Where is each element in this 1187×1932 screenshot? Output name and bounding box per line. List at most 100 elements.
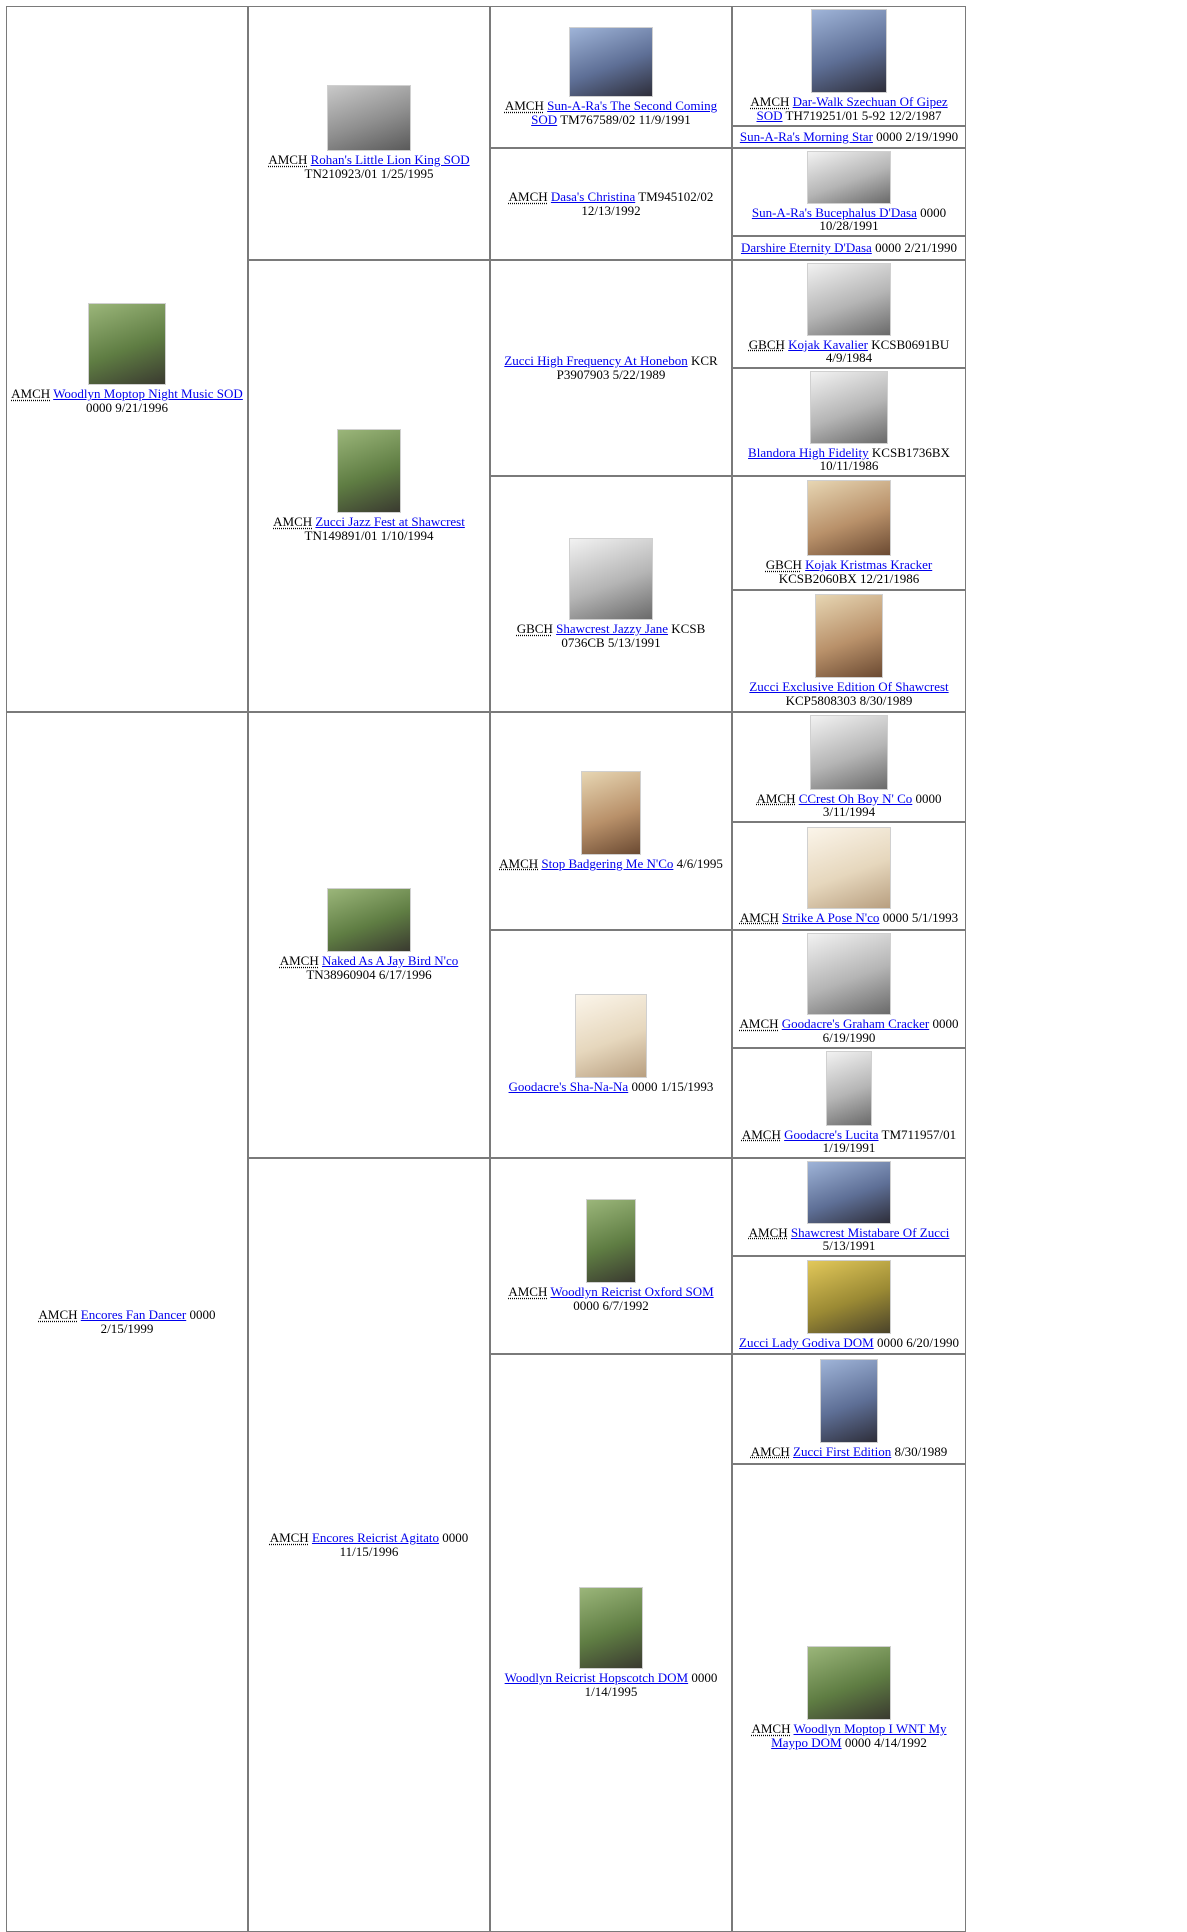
dog-photo[interactable] <box>327 85 411 152</box>
dog-info: 0000 11/15/1996 <box>339 1530 469 1559</box>
dog-link[interactable]: Woodlyn Moptop I WNT My Maypo DOM <box>771 1721 947 1750</box>
dog-info: 0000 10/28/1991 <box>819 204 947 234</box>
dog-photo[interactable] <box>807 263 891 336</box>
dog-info: TN38960904 6/17/1996 <box>306 967 432 982</box>
title-abbr: AMCH <box>268 152 308 168</box>
dog-photo[interactable] <box>810 371 888 444</box>
dog-info: 0000 6/7/1992 <box>573 1298 649 1313</box>
dog-photo[interactable] <box>826 1051 872 1126</box>
dog-photo[interactable] <box>807 1260 891 1335</box>
dog-info: KCSB 0736CB 5/13/1991 <box>561 621 706 650</box>
dog-photo[interactable] <box>579 1587 643 1670</box>
dog-info: KCP5808303 8/30/1989 <box>785 693 913 708</box>
dog-link[interactable]: Zucci Jazz Fest at Shawcrest <box>315 514 465 530</box>
dog-info: 0000 1/15/1993 <box>631 1079 714 1095</box>
dog-link[interactable]: Sun-A-Ra's Morning Star <box>739 129 873 145</box>
dog-photo[interactable] <box>337 429 401 514</box>
dog-link[interactable]: Kojak Kristmas Kracker <box>805 557 933 573</box>
title-abbr: GBCH <box>765 557 802 573</box>
dog-link[interactable]: Shawcrest Mistabare Of Zucci <box>790 1224 950 1240</box>
title-abbr: AMCH <box>750 94 790 110</box>
dog-photo[interactable] <box>575 994 647 1079</box>
dog-link[interactable]: Sun-A-Ra's The Second Coming SOD <box>531 98 718 127</box>
dog-photo[interactable] <box>586 1199 636 1284</box>
dog-link[interactable]: Stop Badgering Me N'Co <box>541 856 674 872</box>
dog-photo[interactable] <box>807 933 891 1016</box>
pedigree-cell-gen2: AMCH Zucci Jazz Fest at Shawcrest TN1498… <box>248 260 490 712</box>
pedigree-cell-gen4: Zucci Exclusive Edition Of Shawcrest KCP… <box>732 590 966 712</box>
dog-photo[interactable] <box>807 827 891 910</box>
dog-info: KCSB1736BX 10/11/1986 <box>819 444 950 474</box>
dog-info: TM711957/01 1/19/1991 <box>822 1126 957 1156</box>
dog-link[interactable]: Zucci Exclusive Edition Of Shawcrest <box>749 679 949 695</box>
dog-link[interactable]: Blandora High Fidelity <box>748 444 869 460</box>
pedigree-cell-gen2: AMCH Rohan's Little Lion King SOD TN2109… <box>248 6 490 260</box>
title-abbr: AMCH <box>504 98 544 114</box>
dog-link[interactable]: Woodlyn Moptop Night Music SOD <box>53 386 243 402</box>
title-abbr: GBCH <box>748 336 785 352</box>
dog-link[interactable]: Naked As A Jay Bird N'co <box>321 953 459 969</box>
pedigree-cell-gen3: Zucci High Frequency At Honebon KCR P390… <box>490 260 732 476</box>
dog-photo[interactable] <box>327 888 411 953</box>
dog-link[interactable]: Encores Reicrist Agitato <box>311 1530 440 1546</box>
title-abbr: AMCH <box>508 189 548 205</box>
dog-photo[interactable] <box>581 771 641 856</box>
dog-link[interactable]: Strike A Pose N'co <box>782 910 880 926</box>
dog-photo[interactable] <box>569 538 653 621</box>
dog-photo[interactable] <box>88 303 166 386</box>
dog-photo[interactable] <box>811 9 887 94</box>
title-abbr: AMCH <box>269 1530 309 1546</box>
dog-link[interactable]: Dasa's Christina <box>550 189 636 205</box>
title-abbr: AMCH <box>750 1444 790 1460</box>
pedigree-cell-gen4: Zucci Lady Godiva DOM 0000 6/20/1990 <box>732 1256 966 1354</box>
dog-photo[interactable] <box>807 1646 891 1721</box>
pedigree-cell-gen3: AMCH Sun-A-Ra's The Second Coming SOD TM… <box>490 6 732 148</box>
dog-photo[interactable] <box>810 715 888 790</box>
dog-info: 0000 2/19/1990 <box>876 129 959 145</box>
dog-photo[interactable] <box>815 594 883 679</box>
dog-link[interactable]: Dar-Walk Szechuan Of Gipez SOD <box>756 94 948 123</box>
dog-link[interactable]: Woodlyn Reicrist Hopscotch DOM <box>504 1670 689 1686</box>
dog-link[interactable]: Woodlyn Reicrist Oxford SOM <box>550 1284 714 1300</box>
dog-link[interactable]: Shawcrest Jazzy Jane <box>556 621 669 637</box>
title-abbr: AMCH <box>748 1224 788 1240</box>
dog-info: 0000 2/15/1999 <box>100 1307 216 1336</box>
title-abbr: AMCH <box>756 790 796 806</box>
dog-link[interactable]: Rohan's Little Lion King SOD <box>310 152 470 168</box>
pedigree-cell-gen4: AMCH Zucci First Edition 8/30/1989 <box>732 1354 966 1464</box>
dog-link[interactable]: Kojak Kavalier <box>788 336 868 352</box>
dog-info: TM945102/02 12/13/1992 <box>581 189 714 218</box>
dog-link[interactable]: Zucci High Frequency At Honebon <box>504 353 688 369</box>
dog-link[interactable]: Encores Fan Dancer <box>80 1307 187 1323</box>
pedigree-cell-gen4: AMCH CCrest Oh Boy N' Co 0000 3/11/1994 <box>732 712 966 822</box>
title-abbr: AMCH <box>739 910 779 926</box>
dog-link[interactable]: Goodacre's Graham Cracker <box>781 1016 930 1032</box>
dog-photo[interactable] <box>807 151 891 204</box>
dog-link[interactable]: CCrest Oh Boy N' Co <box>798 790 913 806</box>
dog-link[interactable]: Zucci First Edition <box>793 1444 892 1460</box>
pedigree-cell-gen4: Sun-A-Ra's Bucephalus D'Dasa 0000 10/28/… <box>732 148 966 236</box>
dog-link[interactable]: Zucci Lady Godiva DOM <box>739 1335 874 1351</box>
dog-info: KCR P3907903 5/22/1989 <box>556 353 718 382</box>
dog-photo[interactable] <box>807 1161 891 1224</box>
title-abbr: AMCH <box>11 386 51 402</box>
dog-info: 0000 4/14/1992 <box>844 1735 927 1750</box>
dog-link[interactable]: Darshire Eternity D'Dasa <box>740 240 872 256</box>
dog-photo[interactable] <box>569 27 653 98</box>
dog-photo[interactable] <box>820 1359 878 1444</box>
dog-link[interactable]: Sun-A-Ra's Bucephalus D'Dasa <box>751 204 917 220</box>
pedigree-cell-gen4: AMCH Strike A Pose N'co 0000 5/1/1993 <box>732 822 966 930</box>
dog-photo[interactable] <box>807 480 891 557</box>
title-abbr: AMCH <box>751 1721 791 1737</box>
title-abbr: AMCH <box>273 514 313 530</box>
dog-info: TM767589/02 11/9/1991 <box>560 112 691 127</box>
dog-link[interactable]: Goodacre's Lucita <box>784 1126 879 1142</box>
dog-info: 0000 6/19/1990 <box>822 1016 959 1045</box>
pedigree-cell-gen4: AMCH Woodlyn Moptop I WNT My Maypo DOM 0… <box>732 1464 966 1932</box>
pedigree-cell-gen3: GBCH Shawcrest Jazzy Jane KCSB 0736CB 5/… <box>490 476 732 712</box>
pedigree-cell-gen4: AMCH Shawcrest Mistabare Of Zucci 5/13/1… <box>732 1158 966 1256</box>
dog-info: 0000 2/21/1990 <box>875 240 958 256</box>
pedigree-cell-gen2: AMCH Naked As A Jay Bird N'co TN38960904… <box>248 712 490 1158</box>
pedigree-cell-gen3: AMCH Stop Badgering Me N'Co 4/6/1995 <box>490 712 732 930</box>
dog-link[interactable]: Goodacre's Sha-Na-Na <box>508 1079 629 1095</box>
